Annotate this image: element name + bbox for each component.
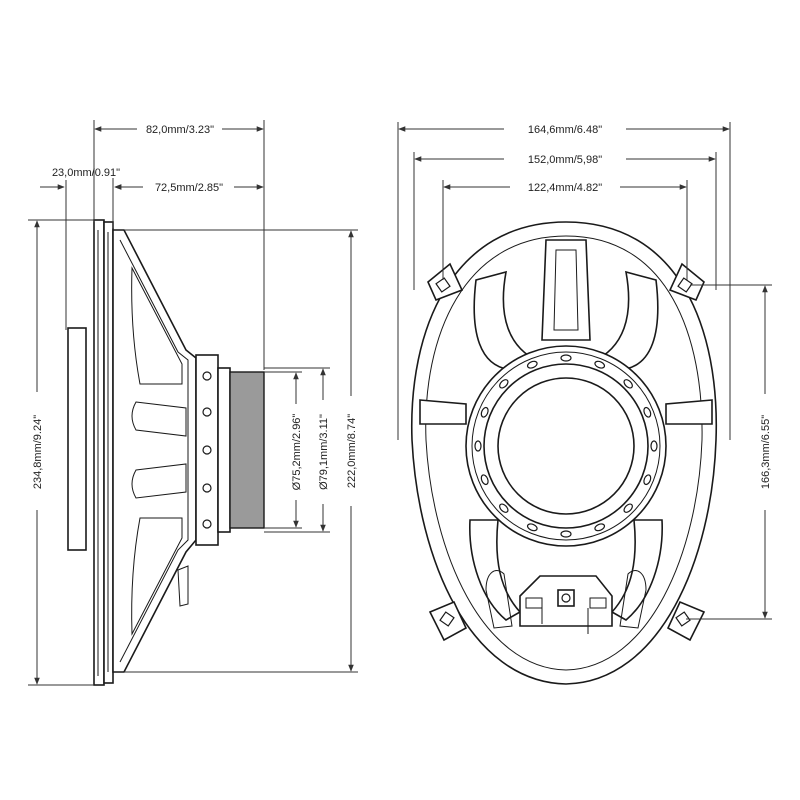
front-view: 164,6mm/6.48" 152,0mm/5,98" 122,4mm/4.82… <box>397 122 772 685</box>
spoke-left <box>419 399 467 425</box>
side-view: 82,0mm/3.23" 23,0mm/0.91" 72,5mm/2.85" 2… <box>28 120 358 686</box>
bolt-slot <box>594 523 606 532</box>
lower-window-right <box>619 570 647 629</box>
basket-window-upper <box>131 266 183 385</box>
bolt-slot <box>499 379 509 389</box>
bolt-slot <box>499 503 509 513</box>
basket-rib <box>131 401 187 437</box>
bolt-slot <box>623 503 633 513</box>
magnet-diameter-inner-label: Ø75,2mm/2.96" <box>291 414 303 491</box>
overall-width-label: 164,6mm/6.48" <box>528 124 602 136</box>
depth-total-label: 82,0mm/3.23" <box>146 124 214 136</box>
bolt-slot <box>643 474 652 486</box>
bolt-slot <box>594 360 606 369</box>
basket-window-lower <box>131 517 183 636</box>
bolt-slots <box>474 354 658 538</box>
cutout-width-label: 122,4mm/4.82" <box>528 182 602 194</box>
terminal-tab <box>177 565 189 607</box>
magnet-diameter-outer-label: Ø79,1mm/3.11" <box>318 414 330 490</box>
bolt-slot <box>650 440 658 452</box>
flange-hole-1 <box>202 371 212 381</box>
motor-opening <box>497 377 635 515</box>
bolt-slot <box>623 379 633 389</box>
flange-hole-2 <box>202 407 212 417</box>
flange-depth-label: 23,0mm/0.91" <box>52 167 120 179</box>
flange-hole-4 <box>202 483 212 493</box>
bolt-slot <box>480 406 489 418</box>
mounting-width-label: 152,0mm/5,98" <box>528 154 602 166</box>
bolt-slot <box>560 354 572 362</box>
bolt-slot <box>526 360 538 369</box>
magnet-top-plate <box>217 367 231 533</box>
bolt-slot <box>643 406 652 418</box>
mounting-height-label: 166,3mm/6.55" <box>760 415 772 489</box>
spoke-top <box>541 239 591 341</box>
bolt-slot <box>526 523 538 532</box>
flange-hole-3 <box>202 445 212 455</box>
spoke-right <box>665 399 713 425</box>
magnet <box>229 371 265 529</box>
bolt-slot <box>480 474 489 486</box>
bolt-slot <box>560 530 572 538</box>
lower-window-left <box>485 570 513 629</box>
front-gasket <box>67 327 87 551</box>
flange-plate-outer <box>93 219 105 686</box>
basket-depth-label: 72,5mm/2.85" <box>155 182 223 194</box>
overall-height-label: 234,8mm/9.24" <box>32 415 44 489</box>
bolt-slot <box>474 440 482 452</box>
basket-outline <box>112 229 197 673</box>
flange-hole-5 <box>202 519 212 529</box>
basket-height-label: 222,0mm/8.74" <box>346 414 358 488</box>
